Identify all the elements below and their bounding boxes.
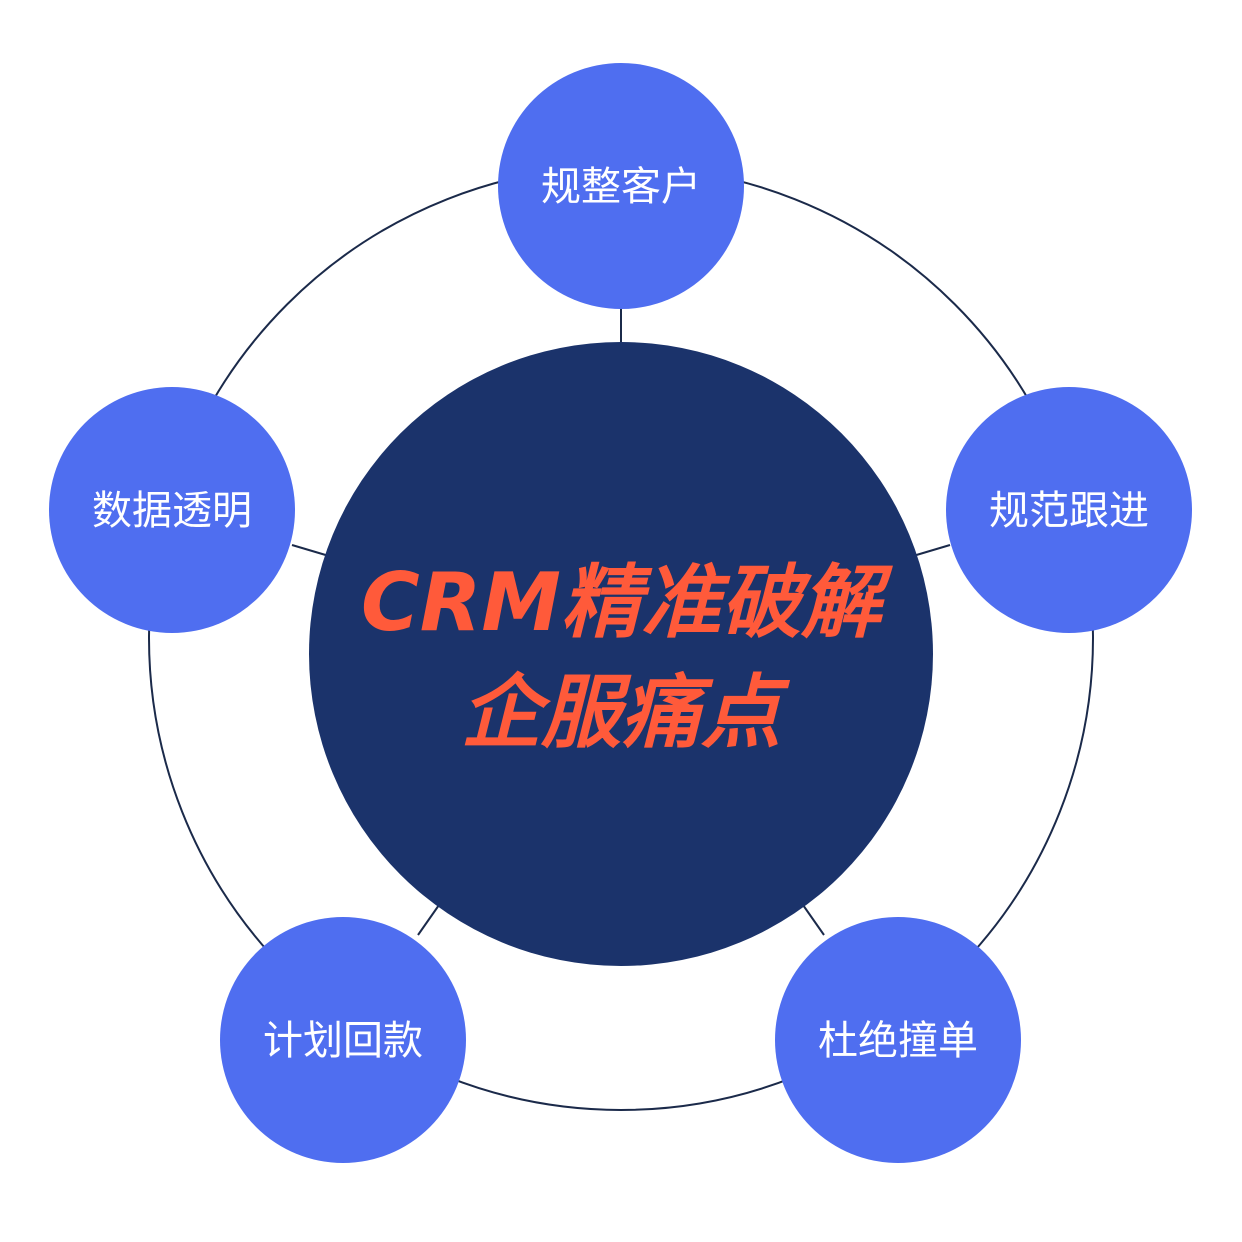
center-title-line2: 企服痛点 xyxy=(461,666,791,759)
connector-bottom-right xyxy=(802,904,825,936)
node-circle xyxy=(220,917,466,1163)
node-label: 规范跟进 xyxy=(989,488,1149,534)
node-top: 规整客户 xyxy=(498,63,744,309)
node-bottom-left: 计划回款 xyxy=(220,917,466,1163)
center-circle xyxy=(309,342,933,966)
node-right: 规范跟进 xyxy=(946,387,1192,633)
node-label: 数据透明 xyxy=(92,488,252,534)
node-bottom-right: 杜绝撞单 xyxy=(775,917,1021,1163)
node-circle xyxy=(498,63,744,309)
connector-left xyxy=(291,544,330,557)
node-circle xyxy=(946,387,1192,633)
node-label: 规整客户 xyxy=(541,164,701,210)
node-circle xyxy=(775,917,1021,1163)
node-label: 杜绝撞单 xyxy=(818,1018,978,1064)
connector-bottom-left xyxy=(417,904,440,936)
connector-right xyxy=(912,544,951,557)
node-left: 数据透明 xyxy=(49,387,295,633)
center-title-line1: CRM精准破解 xyxy=(361,556,893,649)
node-circle xyxy=(49,387,295,633)
node-label: 计划回款 xyxy=(263,1018,423,1064)
connectors xyxy=(291,308,951,936)
